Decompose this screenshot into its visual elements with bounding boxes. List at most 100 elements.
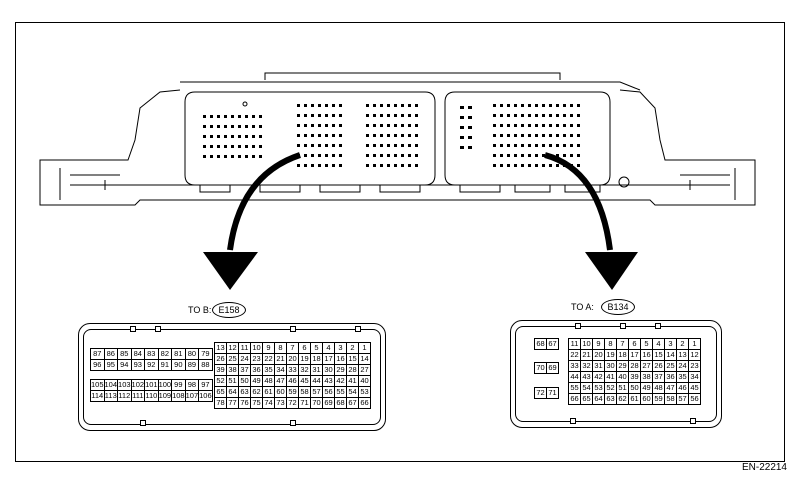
pin-cell: 48 — [652, 382, 665, 394]
socket-pin — [577, 134, 580, 137]
pin-cell: 44 — [310, 375, 323, 387]
pin-cell: 79 — [198, 348, 213, 360]
pin-cell: 32 — [580, 360, 593, 372]
socket-pin — [217, 115, 220, 118]
socket-pin — [318, 114, 321, 117]
socket-pin — [245, 145, 248, 148]
pin-cell: 56 — [322, 386, 335, 398]
pin-cell: 20 — [592, 349, 605, 361]
pin-cell: 16 — [334, 353, 347, 365]
left-connector-label: TO B: — [188, 305, 212, 315]
pin-cell: 19 — [298, 353, 311, 365]
pin-cell: 103 — [117, 379, 132, 391]
pin-cell: 74 — [262, 397, 275, 409]
pin-cell: 28 — [628, 360, 641, 372]
socket-pin — [203, 145, 206, 148]
socket-pin — [460, 106, 464, 109]
socket-pin — [259, 155, 262, 158]
pin-cell: 2 — [676, 338, 689, 350]
socket-pin — [500, 154, 503, 157]
socket-pin — [570, 104, 573, 107]
pin-cell: 43 — [580, 371, 593, 383]
socket-pin — [210, 155, 213, 158]
socket-pin — [500, 164, 503, 167]
socket-pin — [507, 114, 510, 117]
socket-pin — [415, 144, 418, 147]
pin-cell: 41 — [346, 375, 359, 387]
socket-pin — [493, 124, 496, 127]
socket-pin — [408, 114, 411, 117]
socket-pin — [401, 144, 404, 147]
socket-pin — [514, 124, 517, 127]
pin-cell: 112 — [117, 390, 132, 402]
socket-pin — [460, 126, 464, 129]
pin-cell: 111 — [130, 390, 146, 402]
socket-pin — [535, 114, 538, 117]
socket-pin — [245, 135, 248, 138]
pin-cell: 4 — [652, 338, 665, 350]
socket-pin — [542, 164, 545, 167]
socket-pin — [549, 164, 552, 167]
socket-pin — [217, 145, 220, 148]
pin-cell: 72 — [534, 387, 547, 399]
socket-pin — [528, 104, 531, 107]
socket-pin — [563, 104, 566, 107]
pin-cell: 37 — [652, 371, 665, 383]
pin-cell: 36 — [664, 371, 677, 383]
left-connector-tab — [355, 326, 361, 332]
socket-pin — [339, 134, 342, 137]
socket-pin — [224, 135, 227, 138]
pin-cell: 11 — [238, 342, 251, 354]
socket-pin — [507, 124, 510, 127]
pin-cell: 68 — [534, 338, 547, 350]
pin-cell: 64 — [592, 393, 605, 405]
right-connector-tab — [690, 418, 696, 424]
socket-pin — [259, 135, 262, 138]
socket-pin — [387, 164, 390, 167]
socket-pin — [210, 145, 213, 148]
socket-pin — [231, 115, 234, 118]
socket-pin — [460, 146, 464, 149]
pin-cell: 88 — [198, 359, 213, 371]
socket-pin — [217, 135, 220, 138]
socket-pin — [238, 125, 241, 128]
pin-cell: 73 — [274, 397, 287, 409]
pin-cell: 23 — [250, 353, 263, 365]
socket-pin — [210, 125, 213, 128]
pin-cell: 45 — [688, 382, 701, 394]
socket-pin — [394, 144, 397, 147]
pin-cell: 18 — [616, 349, 629, 361]
pin-cell: 55 — [334, 386, 347, 398]
pin-cell: 70 — [310, 397, 323, 409]
left-connector-code: E158 — [212, 302, 246, 318]
socket-pin — [514, 114, 517, 117]
pin-cell: 60 — [274, 386, 287, 398]
socket-pin — [468, 126, 472, 129]
socket-pin — [514, 134, 517, 137]
right-connector-label: TO A: — [571, 302, 594, 312]
socket-pin — [556, 114, 559, 117]
socket-pin — [500, 114, 503, 117]
socket-pin — [577, 164, 580, 167]
pin-cell: 1 — [688, 338, 701, 350]
socket-pin — [514, 144, 517, 147]
pin-cell: 71 — [298, 397, 311, 409]
pin-cell: 22 — [568, 349, 581, 361]
pin-cell: 30 — [604, 360, 617, 372]
socket-pin — [460, 116, 464, 119]
pin-cell: 62 — [616, 393, 629, 405]
pin-cell: 33 — [568, 360, 581, 372]
pin-cell: 56 — [688, 393, 701, 405]
pin-cell: 4 — [322, 342, 335, 354]
socket-pin — [311, 154, 314, 157]
pin-cell: 59 — [286, 386, 299, 398]
socket-pin — [577, 114, 580, 117]
socket-pin — [325, 144, 328, 147]
socket-pin — [203, 125, 206, 128]
pin-cell: 15 — [346, 353, 359, 365]
socket-pin — [373, 124, 376, 127]
pin-cell: 45 — [298, 375, 311, 387]
left-connector-tab — [290, 420, 296, 426]
pin-cell: 52 — [604, 382, 617, 394]
pin-cell: 60 — [640, 393, 653, 405]
